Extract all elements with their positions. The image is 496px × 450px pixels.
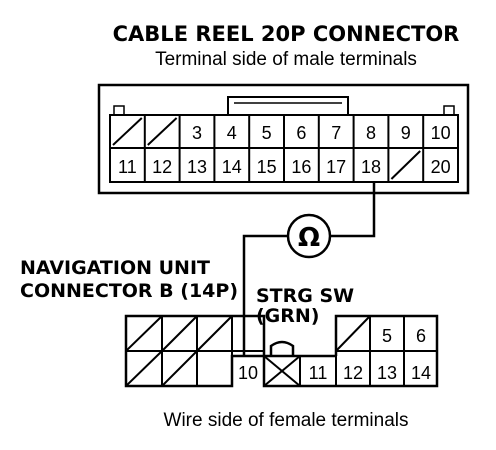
cable-reel-terminal-18: 18: [361, 157, 381, 177]
cable-reel-terminal-12: 12: [152, 157, 172, 177]
cable-reel-notch-left: [113, 105, 125, 115]
cable-reel-empty-cavity-mark: [147, 117, 178, 146]
cable-reel-terminal-13: 13: [187, 157, 207, 177]
cable-reel-terminal-3: 3: [192, 123, 202, 143]
cable-reel-subtitle: Terminal side of male terminals: [155, 49, 417, 70]
nav-terminal-5: 5: [382, 326, 392, 346]
cable-reel-title: CABLE REEL 20P CONNECTOR: [113, 22, 460, 46]
cable-reel-notch-right: [443, 105, 455, 115]
cable-reel-connector: [97, 83, 470, 195]
ohm-symbol: Ω: [298, 223, 320, 253]
cable-reel-terminal-10: 10: [431, 123, 451, 143]
cable-reel-terminal-6: 6: [296, 123, 306, 143]
nav-terminal-12: 12: [343, 363, 363, 383]
cable-reel-empty-cavity-mark: [390, 150, 421, 180]
strg-sw-label: STRG SW: [256, 285, 354, 307]
strg-sw-wire-color: (GRN): [256, 305, 320, 327]
cable-reel-terminal-4: 4: [227, 123, 237, 143]
cable-reel-terminal-17: 17: [326, 157, 346, 177]
cable-reel-terminal-15: 15: [257, 157, 277, 177]
nav-unit-footer: Wire side of female terminals: [164, 410, 409, 431]
cable-reel-lock-tab: [227, 96, 349, 115]
cable-reel-terminal-9: 9: [401, 123, 411, 143]
nav-terminal-13: 13: [377, 363, 397, 383]
wire-to-terminal-18: [330, 182, 376, 238]
nav-unit-connector: [124, 314, 439, 388]
cable-reel-terminal-16: 16: [291, 157, 311, 177]
nav-cavity-x-mark-b: [263, 355, 301, 387]
ohmmeter-icon: [286, 213, 332, 259]
cable-reel-terminal-7: 7: [331, 123, 341, 143]
cable-reel-terminal-11: 11: [118, 157, 137, 177]
nav-unit-title: NAVIGATION UNIT: [20, 257, 210, 279]
cable-reel-terminal-5: 5: [262, 123, 272, 143]
nav-terminal-14: 14: [411, 363, 431, 383]
cable-reel-terminal-8: 8: [366, 123, 376, 143]
cable-reel-terminal-14: 14: [222, 157, 242, 177]
cable-reel-housing: [97, 83, 470, 195]
nav-terminal-11: 11: [309, 363, 328, 383]
nav-terminal-10: 10: [238, 363, 258, 383]
cable-reel-empty-cavity-mark: [112, 117, 143, 146]
strg-sw-wire-tab: [269, 340, 295, 356]
nav-unit-connector-label: CONNECTOR B (14P): [20, 280, 238, 302]
nav-connector-terminal-labels: 10 11 12 13 14 5 6: [238, 326, 431, 383]
cable-reel-terminal-20: 20: [431, 157, 451, 177]
nav-terminal-6: 6: [416, 326, 426, 346]
